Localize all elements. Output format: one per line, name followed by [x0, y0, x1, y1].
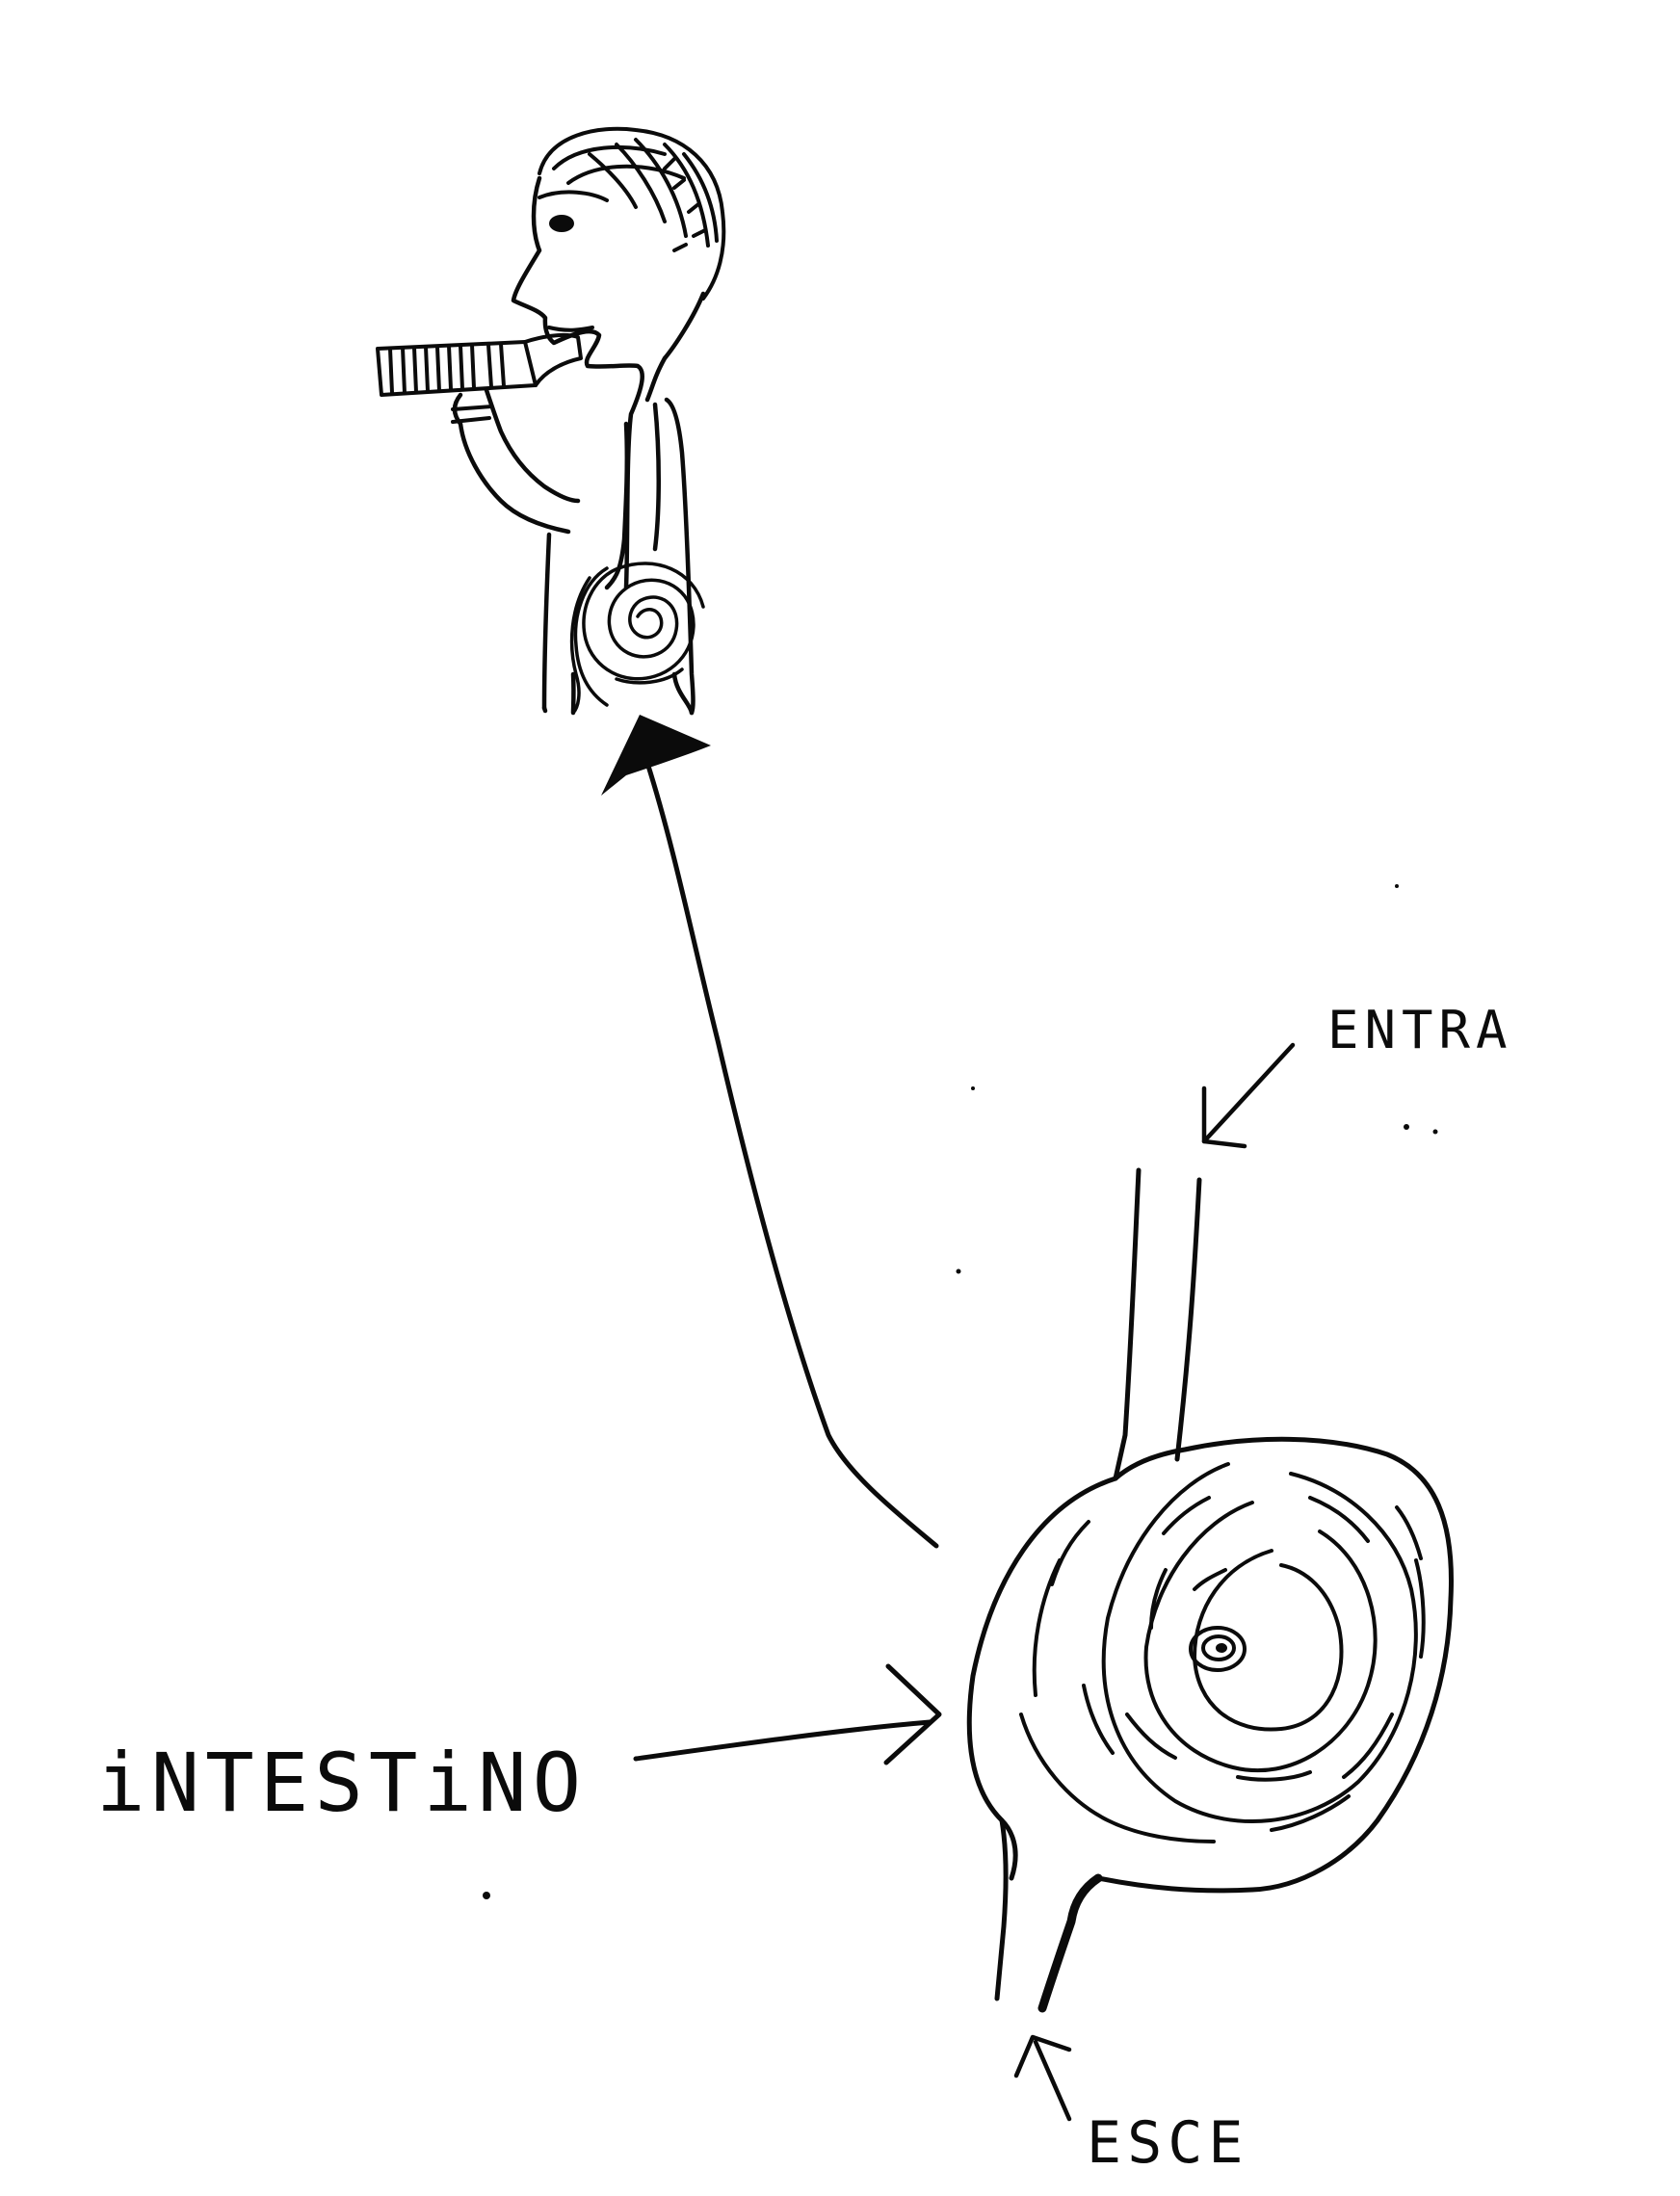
- label-entra: ENTRA: [1327, 1000, 1513, 1060]
- arrowhead-up: [601, 715, 711, 796]
- paper-specks: [483, 884, 1438, 1899]
- intestine-coils: [1019, 1462, 1426, 1843]
- intestine-center: [1189, 1626, 1247, 1672]
- label-entra-group: ENTRA: [1201, 1000, 1513, 1149]
- intestine-inlet-tube: [1113, 1167, 1202, 1481]
- person-torso: [541, 397, 696, 716]
- person-head: [511, 175, 644, 590]
- intestino-pointer-arrow: [633, 1663, 942, 1765]
- intestine-outlet-tube: [994, 1817, 1103, 2013]
- flow-arrow-up: [601, 715, 939, 1549]
- esce-pointer-arrow: [1013, 2034, 1072, 2122]
- person-eye: [538, 190, 609, 232]
- person-hair: [538, 126, 726, 301]
- entra-pointer-arrow: [1201, 1042, 1296, 1149]
- label-esce: ESCE: [1087, 2109, 1249, 2177]
- food-tube: [376, 332, 583, 397]
- person-gut-spiral: [569, 562, 705, 715]
- label-esce-group: ESCE: [1013, 2034, 1249, 2177]
- label-intestino: iNTESTiNO: [96, 1736, 587, 1830]
- person-arm: [452, 387, 581, 535]
- person-back: [644, 291, 706, 403]
- intestine-drawing: [966, 1167, 1454, 2013]
- person-mouth: [547, 326, 594, 332]
- person-legs: [541, 671, 695, 716]
- label-intestino-group: iNTESTiNO: [96, 1663, 942, 1830]
- person-figure: [376, 126, 726, 716]
- intestine-outer-wall: [966, 1476, 1118, 1881]
